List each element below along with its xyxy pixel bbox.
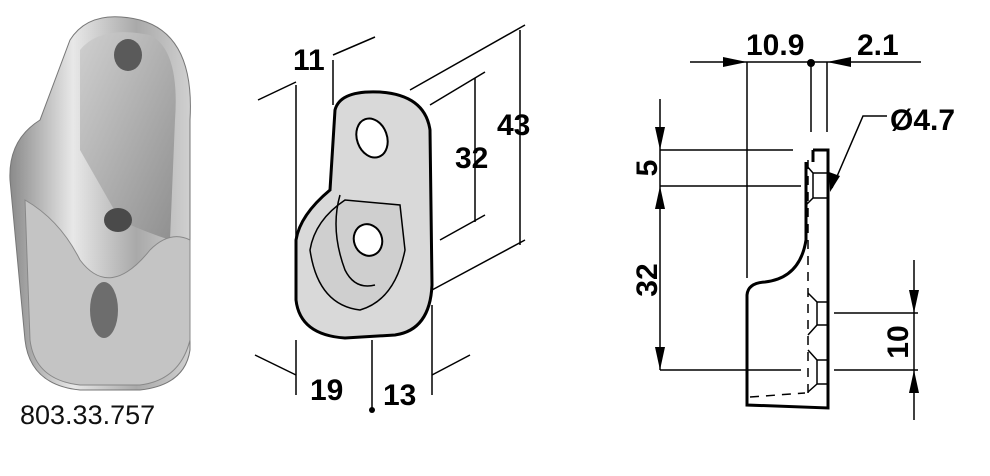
dim-bottom-offset: 10 <box>882 325 915 358</box>
iso-top-hole <box>355 117 389 159</box>
product-photo: 803.33.757 <box>9 16 191 430</box>
dim-total-height: 43 <box>497 109 530 142</box>
side-view-drawing: 10.9 2.1 Ø4.7 5 32 10 <box>631 29 955 420</box>
isometric-drawing: 11 43 32 19 13 <box>254 24 530 413</box>
dim-side-hole-spacing: 32 <box>631 263 664 296</box>
dim-depth: 19 <box>310 374 343 407</box>
top-hole <box>114 39 142 71</box>
dim-wall: 2.1 <box>857 29 899 62</box>
dim-width: 11 <box>293 44 325 77</box>
iso-bottom-hole <box>352 223 384 257</box>
dim-offset: 10.9 <box>746 29 804 62</box>
dim-hole-diameter: Ø4.7 <box>890 104 955 137</box>
dim-top-offset: 5 <box>631 160 664 177</box>
article-number: 803.33.757 <box>20 400 155 430</box>
dim-thickness: 13 <box>383 379 416 412</box>
dim-hole-spacing: 32 <box>455 142 488 175</box>
bottom-hole <box>104 208 132 232</box>
